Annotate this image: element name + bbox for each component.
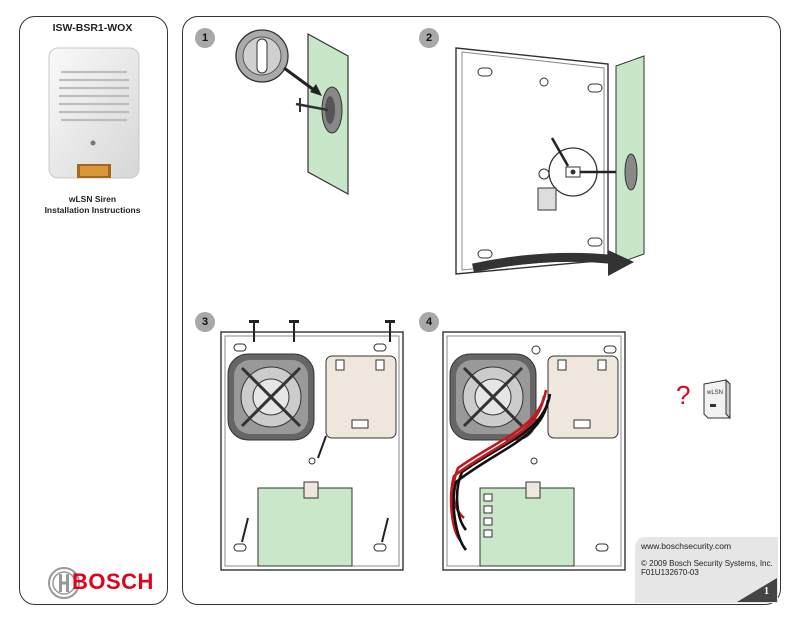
step-3-illustration	[220, 320, 404, 571]
step-badge-1: 1	[195, 28, 215, 48]
wlsn-manual-icon	[703, 378, 731, 420]
model-number: ISW-BSR1-WOX	[52, 22, 133, 34]
page-number: 1	[764, 586, 769, 597]
step-badge-2: 2	[419, 28, 439, 48]
step-badge-3: 3	[195, 312, 215, 332]
page-corner-icon	[737, 578, 777, 602]
document-number: F01U132670-03	[641, 568, 699, 577]
step-1-illustration	[235, 29, 349, 196]
step-4-illustration	[442, 331, 626, 571]
step-badge-4: 4	[419, 312, 439, 332]
siren-product-image	[48, 47, 140, 179]
website-link[interactable]: www.boschsecurity.com	[641, 541, 732, 551]
step-2-illustration	[455, 47, 645, 276]
title-line-2: Installation Instructions	[44, 205, 141, 215]
copyright-text: © 2009 Bosch Security Systems, Inc.	[641, 559, 773, 568]
brand-wordmark: BOSCH	[72, 569, 154, 594]
wlsn-label: wLSN	[707, 390, 724, 396]
title-line-1: wLSN Siren	[68, 194, 117, 204]
info-box: www.boschsecurity.com © 2009 Bosch Secur…	[635, 537, 778, 603]
bosch-logo-icon	[48, 567, 80, 599]
question-icon: ?	[676, 380, 691, 410]
document-title: wLSN Siren Installation Instructions	[19, 194, 166, 216]
